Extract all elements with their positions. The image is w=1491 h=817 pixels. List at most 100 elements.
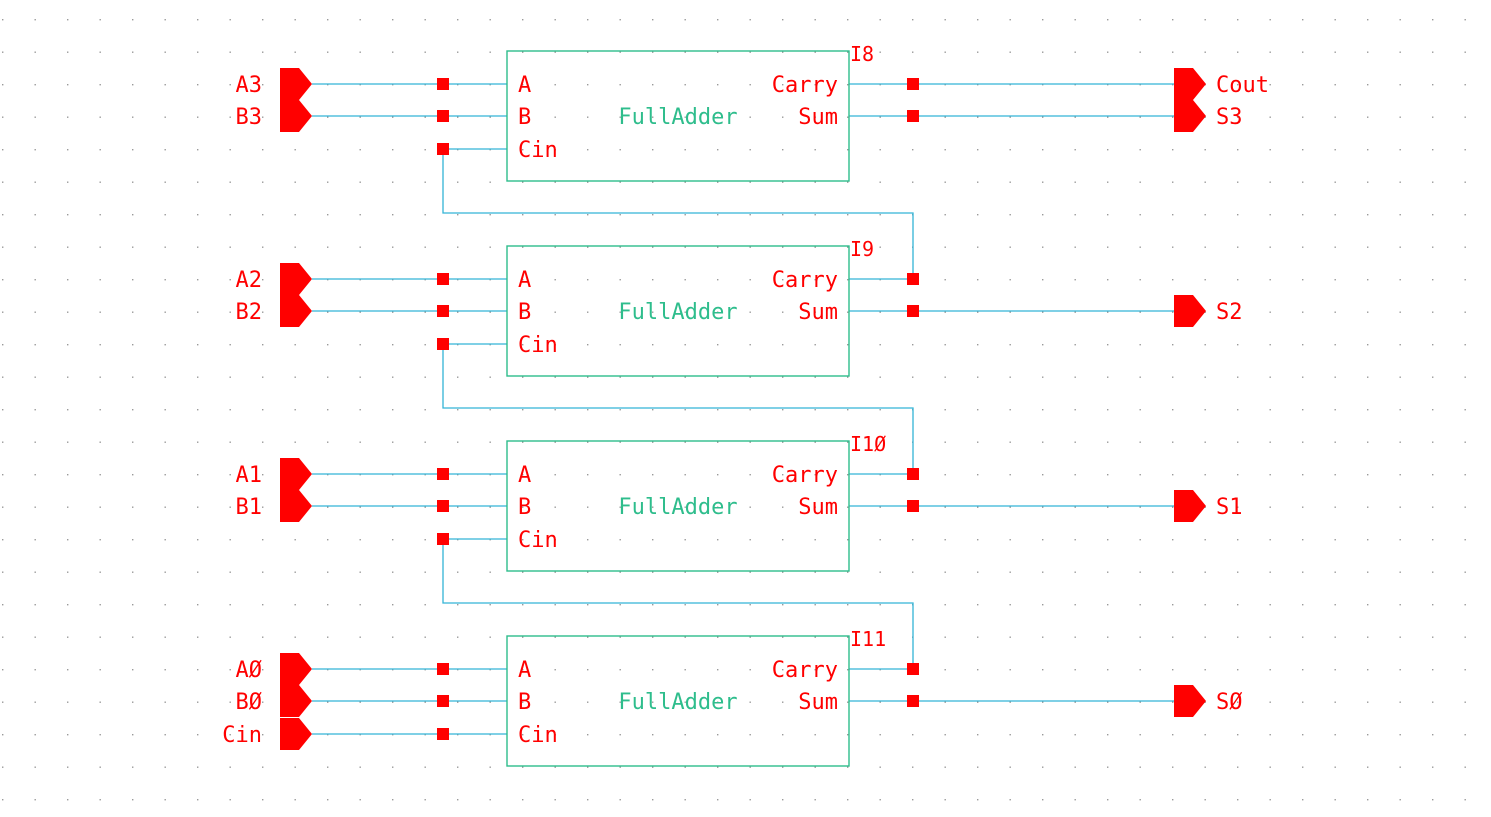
grid-dot [1042,376,1044,378]
grid-dot [879,279,881,281]
grid-dot [717,376,719,378]
pin-label-carry: Carry [772,268,838,293]
grid-dot [1399,344,1401,346]
input-pin-icon[interactable] [280,653,312,685]
grid-dot [327,344,329,346]
grid-dot [749,214,751,216]
grid-dot [327,84,329,86]
grid-dot [1269,116,1271,118]
output-pin-icon[interactable] [1174,685,1206,717]
grid-dot [1367,344,1369,346]
grid-dot [2,116,4,118]
grid-dot [2,474,4,476]
output-pin-icon[interactable] [1174,68,1206,100]
grid-dot [1464,506,1466,508]
grid-dot [912,19,914,21]
grid-dot [847,84,849,86]
grid-dot [619,441,621,443]
output-pin-label: S3 [1216,105,1243,130]
grid-dot [1074,539,1076,541]
grid-dot [847,246,849,248]
grid-dot [782,376,784,378]
grid-dot [34,441,36,443]
grid-dot [619,181,621,183]
output-pin-icon[interactable] [1174,100,1206,132]
input-pin-icon[interactable] [280,295,312,327]
grid-dot [1464,636,1466,638]
grid-dot [879,441,881,443]
grid-dot [489,701,491,703]
grid-dot [1367,506,1369,508]
grid-dot [1139,636,1141,638]
grid-dot [977,214,979,216]
grid-dot [879,51,881,53]
grid-dot [34,376,36,378]
input-pin-icon[interactable] [280,458,312,490]
grid-dot [327,506,329,508]
input-pin-icon[interactable] [280,68,312,100]
grid-dot [1042,344,1044,346]
grid-dot [587,19,589,21]
grid-dot [1269,701,1271,703]
grid-dot [327,311,329,313]
grid-dot [847,441,849,443]
grid-dot [1107,246,1109,248]
grid-dot [1269,149,1271,151]
grid-dot [359,474,361,476]
grid-dot [2,799,4,801]
input-pin-icon[interactable] [280,490,312,522]
grid-dot [262,441,264,443]
grid-dot [197,376,199,378]
grid-dot [977,344,979,346]
grid-dot [814,409,816,411]
grid-dot [782,734,784,736]
grid-dot [1204,636,1206,638]
cell-name: FullAdder [618,105,737,130]
grid-dot [2,376,4,378]
grid-dot [262,571,264,573]
grid-dot [684,734,686,736]
grid-dot [554,84,556,86]
grid-dot [67,181,69,183]
grid-dot [587,279,589,281]
grid-dot [554,669,556,671]
grid-dot [164,181,166,183]
grid-dot [587,604,589,606]
output-pin-icon[interactable] [1174,295,1206,327]
grid-dot [1139,799,1141,801]
grid-dot [1464,84,1466,86]
grid-dot [1269,734,1271,736]
connection-square-icon [437,338,449,350]
input-pin-icon[interactable] [280,100,312,132]
grid-dot [489,734,491,736]
grid-dot [554,51,556,53]
full-adder-block[interactable] [506,245,850,377]
full-adder-block[interactable] [506,440,850,572]
input-pin-icon[interactable] [280,263,312,295]
input-pin-icon[interactable] [280,718,312,750]
input-pin-icon[interactable] [280,685,312,717]
full-adder-block[interactable] [506,50,850,182]
grid-dot [749,181,751,183]
grid-dot [652,116,654,118]
grid-dot [717,149,719,151]
grid-dot [489,214,491,216]
carry-chain-wire [442,149,914,279]
grid-dot [457,214,459,216]
pin-label-cin: Cin [518,528,558,553]
grid-dot [359,19,361,21]
full-adder-block[interactable] [506,635,850,767]
grid-dot [34,19,36,21]
grid-dot [132,474,134,476]
grid-dot [359,149,361,151]
grid-dot [99,279,101,281]
grid-dot [1172,409,1174,411]
grid-dot [1107,571,1109,573]
grid-dot [1107,376,1109,378]
grid-dot [1172,84,1174,86]
grid-dot [1042,84,1044,86]
grid-dot [229,701,231,703]
output-pin-icon[interactable] [1174,490,1206,522]
